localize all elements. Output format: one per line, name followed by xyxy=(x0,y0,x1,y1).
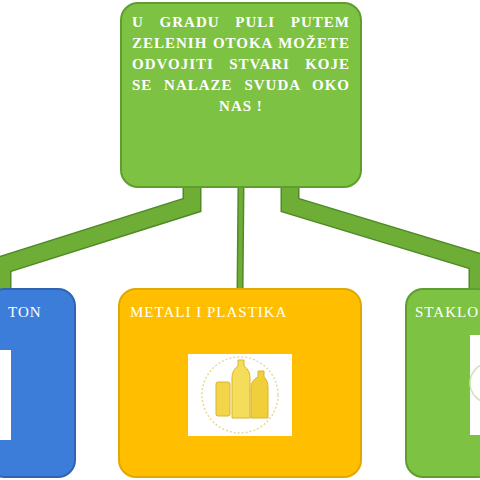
picture-ring xyxy=(202,357,278,433)
can-icon xyxy=(216,382,230,416)
connector xyxy=(2,186,192,290)
bottle-icon xyxy=(251,371,268,418)
glass-picture xyxy=(470,335,480,435)
paper-picture xyxy=(0,350,11,440)
connector xyxy=(290,186,478,290)
connector-outline xyxy=(240,186,241,290)
bin-label: METALI I PLASTIKA xyxy=(130,302,350,323)
bin-label: TON xyxy=(8,302,66,323)
picture-ring xyxy=(470,363,480,403)
bottle-icon xyxy=(232,360,250,418)
connector-line xyxy=(2,186,192,290)
bin-box: TON xyxy=(0,288,76,478)
bin-box: STAKLO xyxy=(405,288,480,478)
heading-box: U GRADU PULI PUTEM ZELENIH OTOKA MOŽETE … xyxy=(120,2,362,188)
bin-label: STAKLO xyxy=(415,302,480,323)
connector-outline xyxy=(290,186,478,290)
connector-outline xyxy=(2,186,192,290)
bottle-picture xyxy=(188,354,292,436)
connector-line xyxy=(240,186,241,290)
connector-line xyxy=(290,186,478,290)
heading-text: U GRADU PULI PUTEM ZELENIH OTOKA MOŽETE … xyxy=(132,12,350,117)
connector xyxy=(240,186,241,290)
